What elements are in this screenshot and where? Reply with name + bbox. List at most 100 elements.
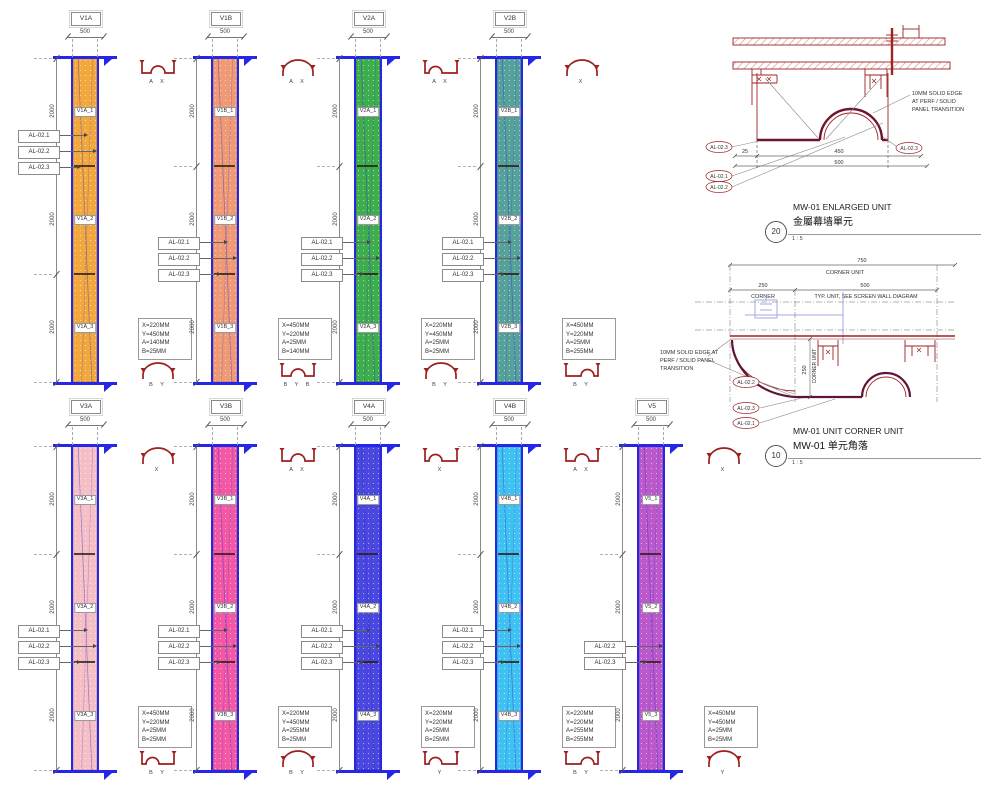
- section-profile-glyph: [279, 448, 317, 462]
- head-marker: [387, 59, 395, 66]
- al-callout-box[interactable]: AL-02.2: [442, 253, 484, 266]
- al-callout-box[interactable]: AL-02.3: [158, 269, 200, 282]
- section-icon-top: A X: [276, 56, 320, 85]
- corner-solid-edge-thick: [730, 339, 912, 399]
- sill-member: [193, 382, 257, 385]
- panel-joint: [214, 273, 235, 275]
- section-profile-glyph: [280, 750, 316, 767]
- spec-line: Y=220MM: [566, 331, 594, 338]
- dim-250-label: CORNER: [751, 294, 775, 300]
- al-callout-box[interactable]: AL-02.2: [158, 253, 200, 266]
- width-dimension-text: 500: [503, 417, 514, 423]
- al-callout-box[interactable]: AL-02.1: [442, 237, 484, 250]
- panel-joint: [357, 273, 378, 275]
- extension-line: [458, 554, 476, 555]
- panel-section-outline: [756, 73, 889, 141]
- spec-line: X=220MM: [425, 711, 453, 717]
- al-callout-box[interactable]: AL-02.1: [158, 237, 200, 250]
- height-dimension-text: 2000: [616, 492, 622, 506]
- section-icon-label: B Y: [573, 382, 591, 388]
- extension-line: [458, 446, 476, 447]
- segment-label: V3B_2: [214, 603, 236, 613]
- al-callout-box[interactable]: AL-02.2: [442, 641, 484, 654]
- corner-note: 10MM SOLID EDGE AT PERF / SOLID PANEL TR…: [660, 350, 719, 372]
- width-dimension-text: 500: [645, 417, 656, 423]
- width-dimension-text: 500: [503, 29, 514, 35]
- sill-marker: [104, 773, 112, 780]
- panel-joint: [214, 165, 235, 167]
- sill-member: [193, 770, 257, 773]
- sill-member: [53, 770, 117, 773]
- al-callout-box[interactable]: AL-02.1: [301, 237, 343, 250]
- solid-edge-note: 10MM SOLID EDGE AT PERF / SOLID PANEL TR…: [912, 91, 964, 113]
- panel-centerline: [212, 39, 213, 57]
- enlarged-unit-detail-drawing: 25 450 500 10MM SOLID EDGE AT PERF / SOL…: [705, 25, 964, 193]
- head-marker: [528, 447, 536, 454]
- al-callout-box[interactable]: AL-02.3: [442, 657, 484, 670]
- al-callout-box[interactable]: AL-02.3: [18, 162, 60, 175]
- segment-label: V3B_3: [214, 711, 236, 721]
- al-callout-box[interactable]: AL-02.1: [18, 130, 60, 143]
- section-icon-label: X: [154, 467, 162, 473]
- leader-arrow: [343, 272, 364, 276]
- section-icon-bottom: B Y: [560, 747, 604, 776]
- height-dimension-text: 2000: [474, 320, 480, 334]
- spec-line: X=450MM: [282, 323, 310, 329]
- al-callout-box[interactable]: AL-02.2: [584, 641, 626, 654]
- slab-hatched-strips: [732, 37, 951, 70]
- al-callout-box[interactable]: AL-02.2: [301, 641, 343, 654]
- al-callout-box[interactable]: AL-02.1: [442, 625, 484, 638]
- sill-marker: [387, 385, 395, 392]
- al-callout-box[interactable]: AL-02.3: [18, 657, 60, 670]
- al-callout-box[interactable]: AL-02.2: [18, 641, 60, 654]
- head-marker: [528, 59, 536, 66]
- height-dimension-text: 2000: [190, 492, 196, 506]
- al-callout-box[interactable]: AL-02.3: [301, 269, 343, 282]
- panel-joint: [74, 165, 95, 167]
- height-dimension-line: [480, 58, 481, 382]
- section-profile-glyph: [563, 448, 601, 462]
- height-dimension-text: 2000: [474, 212, 480, 226]
- al-callout-box[interactable]: AL-02.3: [584, 657, 626, 670]
- corner-unit-title: MW-01 UNIT CORNER UNIT: [793, 426, 904, 436]
- al-callout-box[interactable]: AL-02.3: [158, 657, 200, 670]
- panel-type-label: V3B: [209, 398, 243, 416]
- sill-marker: [670, 773, 678, 780]
- al-callout-box[interactable]: AL-02.3: [301, 657, 343, 670]
- detail-scale: 1 : 5: [792, 236, 803, 242]
- height-dimension-text: 2000: [333, 104, 339, 118]
- width-dimension-line: [67, 37, 103, 38]
- al-callout-box[interactable]: AL-02.2: [301, 253, 343, 266]
- corner-tag-al-02-2: AL-02.2: [737, 380, 755, 386]
- extension-line: [317, 382, 335, 383]
- extension-line: [600, 446, 618, 447]
- al-callout-box[interactable]: AL-02.1: [158, 625, 200, 638]
- panel-type-label: V2B: [493, 10, 527, 28]
- spec-line: Y=220MM: [425, 719, 453, 726]
- height-dimension-line: [56, 58, 57, 382]
- section-icon-top: A X: [560, 444, 604, 473]
- al-callout-box[interactable]: AL-02.2: [158, 641, 200, 654]
- al-callout-box[interactable]: AL-02.1: [301, 625, 343, 638]
- height-dimension-line: [196, 58, 197, 382]
- al-callout-box[interactable]: AL-02.2: [18, 146, 60, 159]
- al-callout-box[interactable]: AL-02.3: [442, 269, 484, 282]
- extension-line: [174, 446, 192, 447]
- spec-line: B=25MM: [282, 736, 307, 743]
- al-callout-box[interactable]: AL-02.1: [18, 625, 60, 638]
- height-dimension-text: 2000: [333, 708, 339, 722]
- segment-label: V1B_2: [214, 215, 236, 225]
- spec-line: A=25MM: [708, 728, 733, 734]
